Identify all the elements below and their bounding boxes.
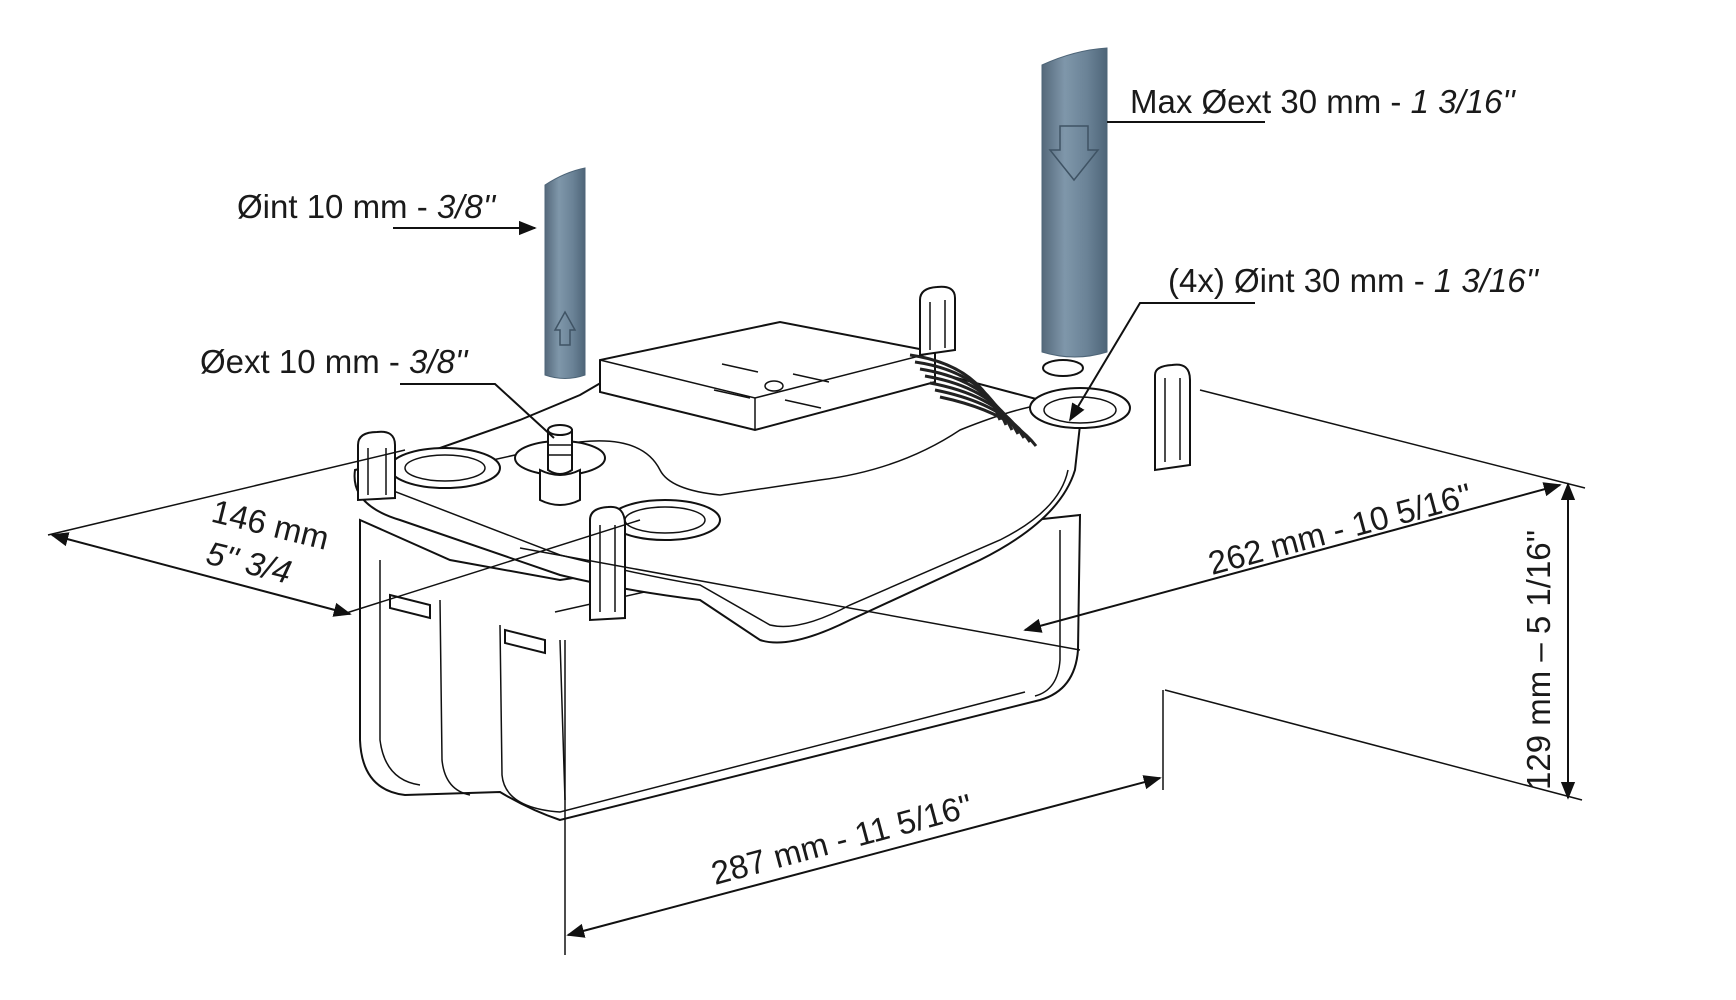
depth-label: 146 mm 5'' 3/4 <box>203 492 333 591</box>
inlet-ports-label: (4x) Øint 30 mm - 1 3/16'' <box>1168 262 1540 299</box>
width-label: 262 mm - 10 5/16'' <box>1204 476 1476 582</box>
inlet-hose-label: Øint 10 mm - 3/8'' <box>237 188 497 225</box>
max-pipe-label: Max Øext 30 mm - 1 3/16'' <box>1130 83 1517 120</box>
lid-vent-slots <box>713 363 830 409</box>
drain-pipe <box>1041 47 1108 358</box>
dimension-lines <box>47 389 1586 955</box>
arrow-down-icon <box>1048 125 1100 182</box>
outlet-spigot <box>539 424 581 506</box>
height-label: 129 mm – 5 1/16'' <box>1520 530 1557 790</box>
outlet-spigot-label: Øext 10 mm - 3/8'' <box>200 343 469 380</box>
pump-body <box>353 285 1191 822</box>
arrow-up-icon <box>553 310 577 346</box>
inlet-hose <box>544 167 586 379</box>
leader-lines <box>393 121 1265 439</box>
length-label: 287 mm - 11 5/16'' <box>707 786 976 891</box>
cable-bundle <box>909 353 1038 447</box>
